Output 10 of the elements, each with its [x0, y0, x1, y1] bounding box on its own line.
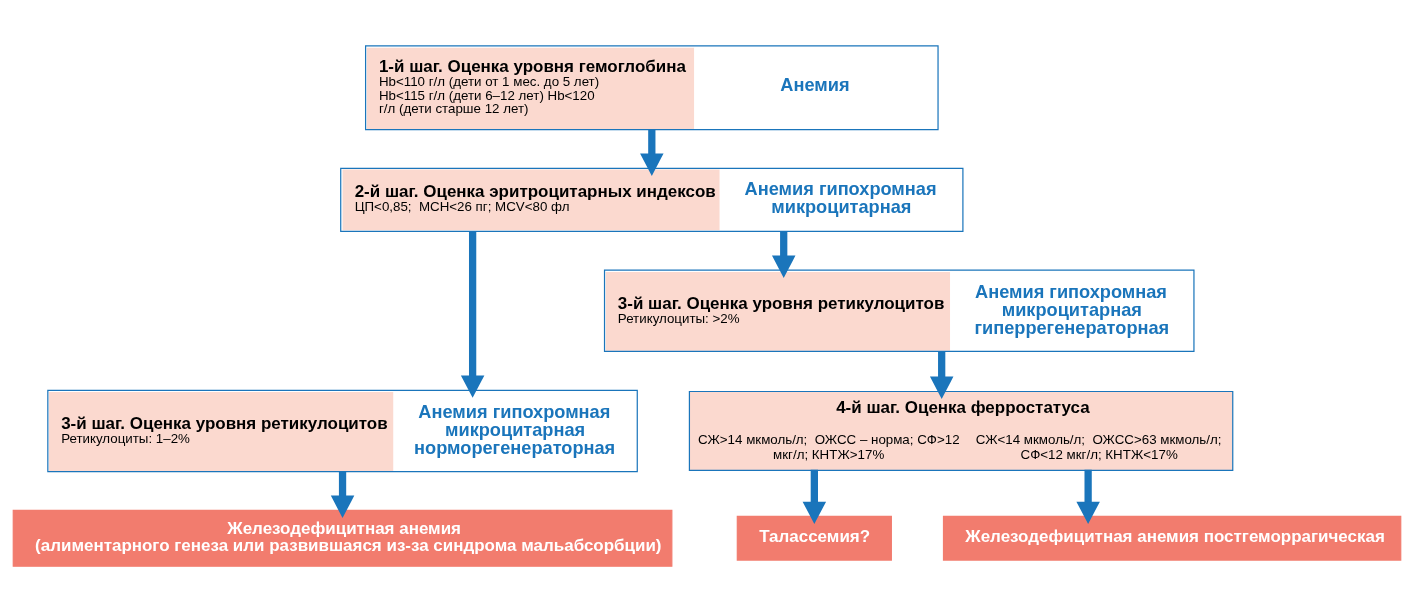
arrow	[802, 469, 827, 524]
arrow	[330, 471, 355, 518]
arrow	[640, 129, 664, 176]
arrow	[929, 351, 954, 399]
arrow	[1076, 469, 1100, 524]
arrow	[460, 231, 485, 398]
arrow	[771, 232, 796, 278]
node-box: Железодефицитная анемия (алиментарного генеза или развившаяся из-за синдрома мальабсорбции)	[12, 509, 673, 567]
node-box: Талассемия?	[736, 515, 892, 561]
node-box: Железодефицитная анемия постгеморрагическая	[942, 515, 1402, 561]
